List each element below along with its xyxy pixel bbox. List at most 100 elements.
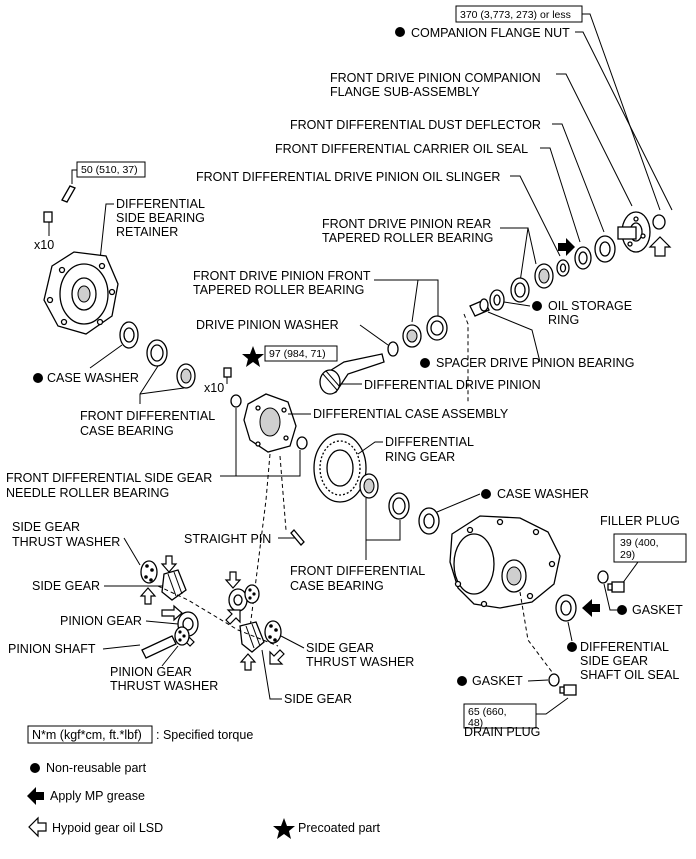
- torque-filler-plug-2: 29): [620, 549, 635, 561]
- legend-hypoid-arrow-icon: [28, 816, 47, 838]
- hypoid-arrow-icon-8: [269, 649, 285, 665]
- label-x10-mid: x10: [204, 381, 224, 395]
- companion-flange-nut: [652, 214, 666, 230]
- needle-bearing-right: [296, 436, 308, 450]
- label-side-gear-washer-right-2: THRUST WASHER: [306, 655, 414, 669]
- dashed-axis-case: [249, 453, 271, 629]
- dashed-axis-pin: [279, 455, 287, 531]
- label-dust-deflector: FRONT DIFFERENTIAL DUST DEFLECTOR: [290, 118, 541, 132]
- label-side-gear-washer-right-1: SIDE GEAR: [306, 641, 374, 655]
- straight-pin: [290, 529, 305, 546]
- leader-front-bearing: [374, 279, 419, 323]
- label-side-gear-right: SIDE GEAR: [284, 692, 352, 706]
- legend-non-reusable: Non-reusable part: [46, 761, 147, 775]
- non-reusable-dot-side-oil-seal: [567, 642, 577, 652]
- legend-torque-box: [27, 725, 153, 744]
- leader-carrier-oil-seal: [540, 147, 581, 243]
- torque-ring-gear-bolt: 97 (984, 71): [269, 348, 326, 360]
- rear-tapered-roller-bearing: [510, 263, 554, 303]
- pinion-thrust-washer-left: [174, 626, 190, 646]
- legend-torque-text: : Specified torque: [156, 728, 253, 742]
- label-oil-storage-1: OIL STORAGE: [548, 299, 632, 313]
- drive-pinion-washer: [387, 341, 399, 357]
- pinion-gear-right: [228, 588, 248, 612]
- label-pinion-washer-1: PINION GEAR: [110, 665, 192, 679]
- label-companion-flange-2: FLANGE SUB-ASSEMBLY: [330, 85, 480, 99]
- legend-non-reusable-dot: [30, 763, 40, 773]
- non-reusable-dot-gasket-bottom: [457, 676, 467, 686]
- leader-drive-pinion-washer: [359, 324, 389, 346]
- precoated-star-icon: [242, 346, 264, 367]
- torque-companion-nut: 370 (3,773, 273) or less: [460, 9, 571, 21]
- label-spacer: SPACER DRIVE PINION BEARING: [436, 356, 634, 370]
- label-front-bearing-1: FRONT DRIVE PINION FRONT: [193, 269, 371, 283]
- torque-box-ring-gear: [264, 345, 338, 362]
- differential-case-assembly: [243, 393, 297, 453]
- leader-companion-nut: [575, 31, 673, 211]
- torque-retainer-bolt: 50 (510, 37): [81, 164, 138, 176]
- side-gear-thrust-washer-right: [264, 620, 282, 644]
- label-side-gear-washer-left-2: THRUST WASHER: [12, 535, 120, 549]
- differential-carrier-housing: [449, 515, 561, 609]
- label-side-oil-seal-1: DIFFERENTIAL: [580, 640, 669, 654]
- label-pinion-shaft: PINION SHAFT: [8, 642, 96, 656]
- label-drive-pinion: DIFFERENTIAL DRIVE PINION: [364, 378, 541, 392]
- label-x10-left: x10: [34, 238, 54, 252]
- companion-flange: [617, 211, 651, 253]
- hypoid-oil-arrow-icon: [648, 236, 672, 257]
- torque-drain-plug-1: 65 (660,: [468, 706, 507, 718]
- legend-precoated: Precoated part: [298, 821, 381, 835]
- label-rear-bearing-2: TAPERED ROLLER BEARING: [322, 231, 493, 245]
- label-drain-plug: DRAIN PLUG: [464, 725, 540, 739]
- label-side-oil-seal-3: SHAFT OIL SEAL: [580, 668, 679, 682]
- side-gear-left: [161, 569, 187, 601]
- legend-mp-grease: Apply MP grease: [50, 789, 145, 803]
- front-tapered-roller-bearing: [402, 315, 448, 348]
- dashed-axis-drain: [519, 591, 553, 673]
- hypoid-arrow-icon-1: [160, 555, 178, 573]
- label-drive-pinion-washer: DRIVE PINION WASHER: [196, 318, 339, 332]
- label-companion-flange-nut: COMPANION FLANGE NUT: [411, 26, 570, 40]
- label-side-oil-seal-2: SIDE GEAR: [580, 654, 648, 668]
- label-case-bearing-right-2: CASE BEARING: [290, 579, 384, 593]
- label-oil-slinger: FRONT DIFFERENTIAL DRIVE PINION OIL SLIN…: [196, 170, 500, 184]
- differential-drive-pinion: [319, 353, 385, 395]
- dashed-axis-gears: [157, 585, 279, 647]
- leader-companion-torque: [582, 13, 661, 211]
- dashed-axis-pinion: [463, 313, 469, 404]
- ring-gear-bolt: [223, 367, 232, 384]
- label-case-washer-left: CASE WASHER: [47, 371, 139, 385]
- label-needle-bearing-1: FRONT DIFFERENTIAL SIDE GEAR: [6, 471, 212, 485]
- side-gear-right: [239, 621, 265, 653]
- label-retainer-3: RETAINER: [116, 225, 178, 239]
- pinion-shaft: [141, 635, 177, 659]
- torque-box-drain-plug: [463, 703, 537, 729]
- label-gasket-right: GASKET: [632, 603, 683, 617]
- non-reusable-dot-case-washer-left: [33, 373, 43, 383]
- label-oil-storage-2: RING: [548, 313, 579, 327]
- side-gear-thrust-washer-left: [140, 560, 158, 584]
- pinion-thrust-washer-right: [244, 584, 260, 604]
- label-needle-bearing-2: NEEDLE ROLLER BEARING: [6, 486, 169, 500]
- hypoid-arrow-icon-7: [239, 653, 257, 671]
- retainer-bolt: [43, 185, 76, 223]
- hypoid-arrow-icon-2: [139, 587, 157, 605]
- label-ring-gear-1: DIFFERENTIAL: [385, 435, 474, 449]
- label-retainer-2: SIDE BEARING: [116, 211, 205, 225]
- torque-filler-plug-1: 39 (400,: [620, 537, 659, 549]
- label-case-assembly: DIFFERENTIAL CASE ASSEMBLY: [313, 407, 509, 421]
- label-pinion-washer-2: THRUST WASHER: [110, 679, 218, 693]
- label-ring-gear-2: RING GEAR: [385, 450, 455, 464]
- label-side-gear-left: SIDE GEAR: [32, 579, 100, 593]
- differential-side-bearing-retainer: [43, 251, 119, 335]
- mp-grease-arrow-icon-2: [582, 599, 600, 617]
- hypoid-arrow-icon-6: [225, 609, 241, 625]
- needle-bearing-left: [230, 394, 242, 408]
- front-differential-case-bearing-left: [146, 339, 196, 389]
- gasket-filler: [597, 570, 609, 584]
- leader-oil-slinger: [510, 175, 561, 257]
- torque-drain-plug-2: 48): [468, 717, 483, 729]
- label-rear-bearing-1: FRONT DRIVE PINION REAR: [322, 217, 491, 231]
- label-gasket-bottom: GASKET: [472, 674, 523, 688]
